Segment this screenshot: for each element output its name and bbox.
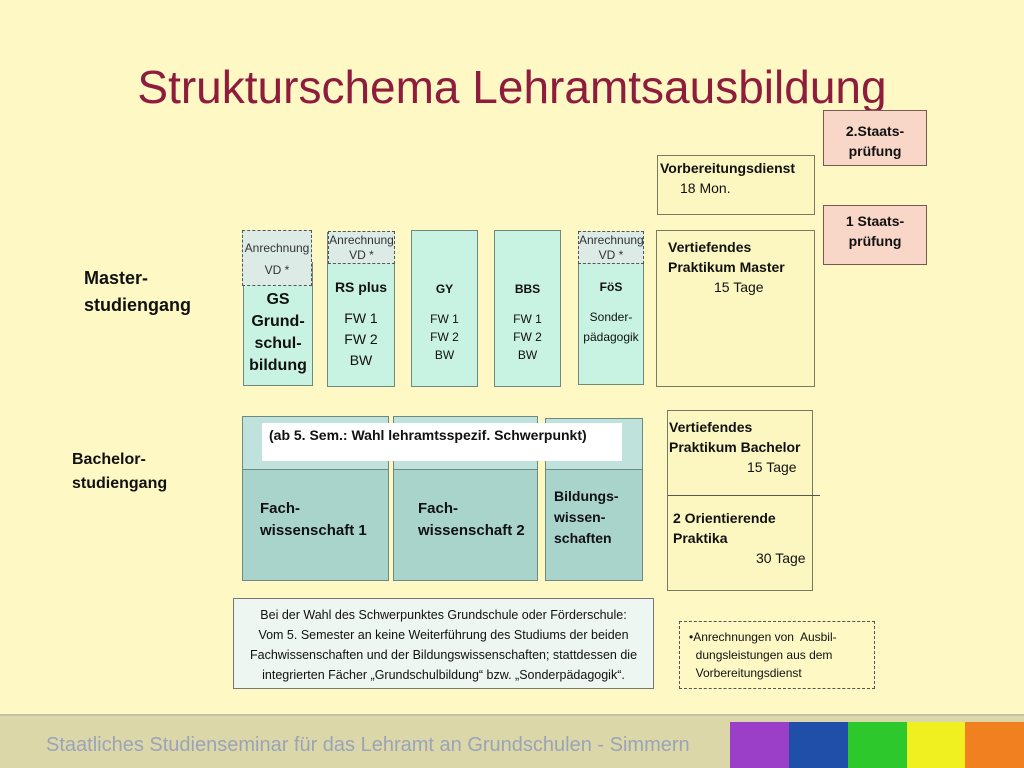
footer-stripe-blue	[789, 722, 848, 768]
footer-stripe-yellow	[907, 722, 965, 768]
orientierende-praktika-duration: 30 Tage	[756, 550, 806, 566]
vorbereitungsdienst-box: Vorbereitungsdienst 18 Mon.	[657, 155, 815, 215]
anrechnung-legend: •Anrechnungen von Ausbil- dungsleistunge…	[679, 621, 875, 689]
schwerpunkt-note: Bei der Wahl des Schwerpunktes Grundschu…	[233, 598, 654, 689]
praktikum-bachelor-line2: Praktikum Bachelor	[669, 439, 801, 455]
anrechnung-rs-badge: Anrechnung VD *	[328, 231, 395, 264]
gy-title: GY	[435, 282, 454, 296]
praktikum-bachelor-line1: Vertiefendes	[669, 419, 753, 435]
gy-body: FW 1 FW 2 BW	[430, 312, 459, 362]
foes-title: FöS	[599, 280, 623, 294]
praktika-bachelor-box: Vertiefendes Praktikum Bachelor 15 Tage …	[667, 410, 820, 591]
page-title: Strukturschema Lehramtsausbildung	[137, 61, 887, 113]
fachwissenschaft-1-label: Fach- wissenschaft 1	[260, 500, 367, 539]
bbs-body: FW 1 FW 2 BW	[513, 312, 542, 362]
footer-stripe-green	[848, 722, 907, 768]
rs-body: FW 1 FW 2 BW	[344, 310, 378, 368]
orientierende-praktika-title: 2 Orientierende Praktika	[673, 510, 776, 546]
bildungswissenschaften-label: Bildungs- wissen- schaften	[554, 488, 619, 546]
schwerpunkt-banner: (ab 5. Sem.: Wahl lehramtsspezif. Schwer…	[262, 423, 622, 461]
gs-title: GS	[266, 291, 290, 308]
staatspruefung-1-box: 1 Staats- prüfung	[823, 205, 927, 265]
praktikum-master-line2: Praktikum Master	[668, 259, 785, 275]
footer-stripe-orange	[965, 722, 1024, 768]
rs-title: RS plus	[334, 279, 388, 295]
bachelor-label: Bachelor- studiengang	[72, 451, 168, 492]
praktikum-bachelor-duration: 15 Tage	[747, 459, 797, 475]
vorbereitungsdienst-duration: 18 Mon.	[680, 180, 731, 196]
bbs-title: BBS	[514, 282, 541, 296]
master-label: Master- studiengang	[84, 268, 191, 315]
bbs-box: BBS FW 1 FW 2 BW	[494, 230, 561, 387]
gs-body: Grund- schul- bildung	[249, 313, 307, 374]
staatspruefung-2-box: 2.Staats- prüfung	[823, 110, 927, 166]
praktikum-master-duration: 15 Tage	[714, 279, 764, 295]
praktikum-master-box: Vertiefendes Praktikum Master 15 Tage	[656, 230, 815, 387]
foes-body: Sonder- pädagogik	[583, 310, 639, 344]
gy-box: GY FW 1 FW 2 BW	[411, 230, 478, 387]
anrechnung-foes-badge: Anrechnung VD *	[578, 231, 644, 264]
footer-text: Staatliches Studienseminar für das Lehra…	[46, 734, 690, 756]
fachwissenschaft-2-label: Fach- wissenschaft 2	[418, 500, 525, 539]
footer-stripe-purple	[730, 722, 789, 768]
praktikum-master-line1: Vertiefendes	[668, 239, 752, 255]
vorbereitungsdienst-title: Vorbereitungsdienst	[660, 160, 796, 176]
anrechnung-gs-badge: Anrechnung VD *	[242, 230, 312, 286]
